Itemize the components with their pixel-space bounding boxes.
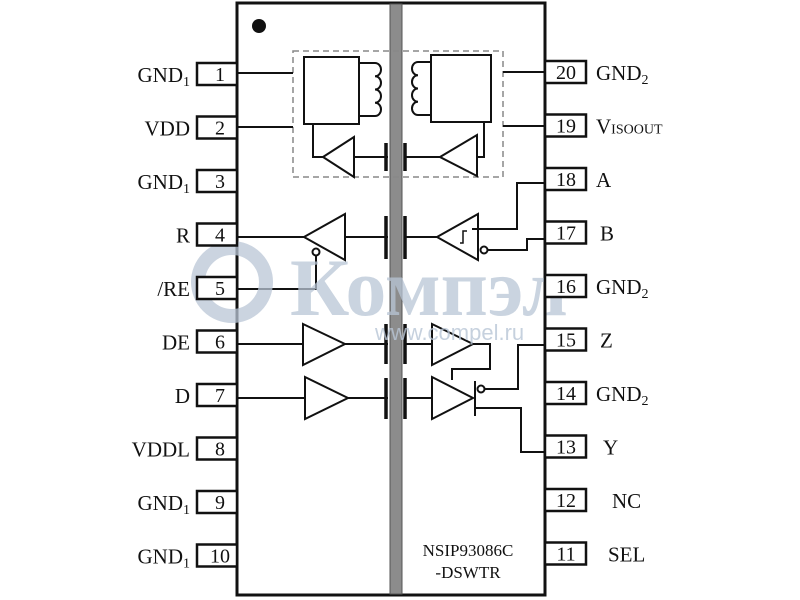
pin-label: GND1 <box>138 170 191 197</box>
pin-number: 17 <box>556 223 576 245</box>
pin-box <box>543 166 588 192</box>
pin-10: 10 GND1 <box>138 543 239 572</box>
pin-label: GND1 <box>138 545 191 572</box>
pin-box <box>543 541 588 566</box>
pin-box <box>543 59 588 85</box>
pin-label: VISOOUT <box>596 115 663 139</box>
pin-label: GND1 <box>138 63 191 90</box>
left-pin-column: 1GND12VDD3GND14R5/RE6DE7D8VDDL9GND110GND… <box>132 61 239 572</box>
pin-14: 14 GND2 <box>543 380 649 409</box>
pin-label: GND2 <box>596 61 649 88</box>
dc-dc-secondary <box>403 54 492 178</box>
pin-box <box>195 436 239 461</box>
driver-enable-channel <box>237 322 491 380</box>
pin-number: 2 <box>215 118 225 140</box>
pin-box <box>195 329 239 354</box>
pin-2: 2 VDD <box>145 115 239 141</box>
watermark: Компэл www.compel.ru <box>191 241 568 345</box>
pin-label: SEL <box>608 543 645 567</box>
pin-label: VDDL <box>132 438 190 462</box>
pin-label: R <box>176 224 190 248</box>
pin-box <box>543 487 588 513</box>
pin-4: 4R <box>176 222 239 248</box>
pin-number: 1 <box>215 64 225 86</box>
pin-box <box>543 113 588 138</box>
pin-number: 14 <box>556 383 576 405</box>
pin-label: GND2 <box>596 275 649 302</box>
pin-6: 6 DE <box>162 329 239 355</box>
pin-number: 4 <box>215 225 225 247</box>
pin-box <box>195 489 239 515</box>
pin-box <box>195 168 239 194</box>
pin-number: 20 <box>556 62 576 84</box>
pin-number: 8 <box>215 439 225 461</box>
isolation-barrier <box>389 3 403 595</box>
pin-number: 9 <box>215 492 225 514</box>
pin-box <box>195 543 239 568</box>
pin-15: 15 Z <box>543 327 613 353</box>
pin-box <box>195 275 239 301</box>
receiver-channel <box>237 182 545 290</box>
pin-3: 3 GND1 <box>138 168 239 197</box>
pin-13: 13 Y <box>543 434 618 460</box>
dc-dc-primary <box>303 56 388 179</box>
pin-box <box>195 222 239 247</box>
pin-label: A <box>596 168 612 192</box>
pin-8: 8 VDDL <box>132 436 239 462</box>
pin-number: 12 <box>556 490 576 512</box>
pin-box <box>195 115 239 140</box>
pin-number: 11 <box>556 544 575 566</box>
pin-box <box>195 61 239 87</box>
pin-box <box>543 434 588 459</box>
pin-box <box>195 382 239 408</box>
pin-label: Y <box>603 436 618 460</box>
pin-number: 16 <box>556 276 576 298</box>
pin-label: VDD <box>145 117 191 141</box>
driver-data-channel <box>237 344 545 453</box>
pin-number: 10 <box>210 546 230 568</box>
pin-box <box>543 220 588 245</box>
pin-number: 5 <box>215 278 225 300</box>
pin-box <box>543 273 588 299</box>
pin-number: 6 <box>215 332 225 354</box>
pin-9: 9 GND1 <box>138 489 239 518</box>
pin-18: 18 A <box>543 166 612 192</box>
pin-label: NC <box>612 489 641 513</box>
pin-box <box>543 327 588 352</box>
watermark-brand: Компэл <box>290 242 568 333</box>
pin-number: 19 <box>556 116 576 138</box>
pin-number: 18 <box>556 169 576 191</box>
pin-number: 15 <box>556 330 576 352</box>
pin-label: GND2 <box>596 382 649 409</box>
pin-label: GND1 <box>138 491 191 518</box>
pin-number: 7 <box>215 385 225 407</box>
pin1-indicator-dot <box>252 19 266 33</box>
watermark-url: www.compel.ru <box>374 320 524 345</box>
pin-label: D <box>175 384 190 408</box>
pin-19: 19 VISOOUT <box>543 113 663 139</box>
pin-box <box>543 380 588 406</box>
pin-7: 7D <box>175 382 239 408</box>
part-number-line2: -DSWTR <box>435 563 501 582</box>
pin-17: 17 B <box>543 220 614 246</box>
pin-label: B <box>600 222 614 246</box>
pin-11: 11 SEL <box>543 541 645 567</box>
part-number-line1: NSIP93086C <box>423 541 514 560</box>
pin-label: Z <box>600 329 613 353</box>
pin-label: DE <box>162 331 190 355</box>
pin-16: 16 GND2 <box>543 273 649 302</box>
pin-number: 13 <box>556 437 576 459</box>
pin-label: /RE <box>157 277 190 301</box>
pin-number: 3 <box>215 171 225 193</box>
pin-1: 1 GND1 <box>138 61 239 90</box>
isolated-power-block <box>292 50 504 178</box>
pin-12: 12 NC <box>543 487 641 513</box>
pin-20: 20 GND2 <box>543 59 649 88</box>
pin-5: 5/RE <box>157 275 239 301</box>
